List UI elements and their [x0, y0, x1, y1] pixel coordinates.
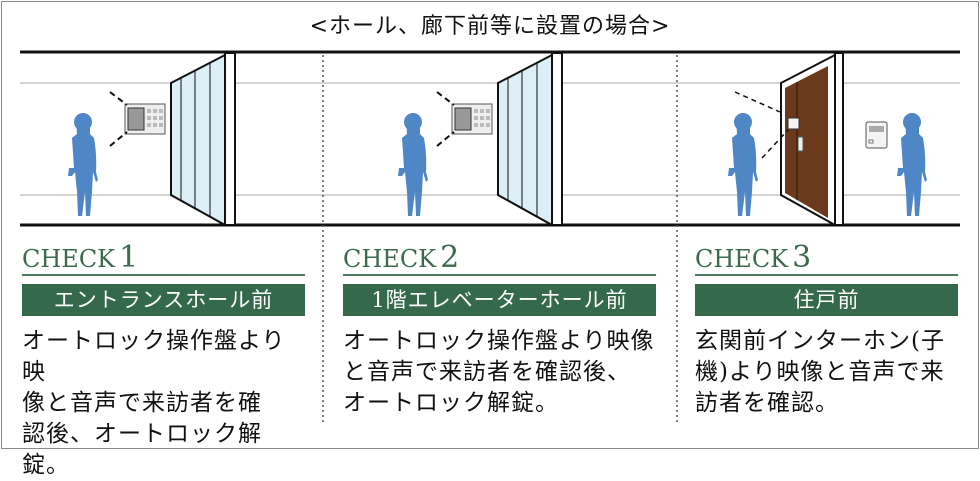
indoor-monitor [865, 121, 888, 149]
glass-door-2 [497, 52, 563, 227]
visitor-figure-2 [398, 113, 428, 216]
glass-door-1 [170, 52, 236, 227]
location-bar: 住戸前 [695, 284, 958, 316]
check-label: CHECK [22, 245, 116, 273]
location-bar: 1階エレベーターホール前 [343, 284, 656, 316]
check-label: CHECK [695, 245, 789, 273]
diagram-title: <ホール、廊下前等に設置の場合> [309, 14, 671, 39]
intercom-panel-1 [124, 103, 166, 135]
check-number: 1 [119, 240, 139, 275]
check-label: CHECK [343, 245, 437, 273]
unit-door [780, 52, 844, 227]
check-number: 3 [792, 240, 812, 275]
description: オートロック操作盤より映 像と音声で来訪者を確 認後、オートロック解錠。 [22, 328, 286, 478]
corridor-illustration [20, 50, 960, 235]
resident-figure [897, 113, 927, 216]
visitor-figure-1 [68, 113, 98, 216]
check-number: 2 [440, 240, 460, 275]
description: オートロック操作盤より映像 と音声で来訪者を確認後、 オートロック解錠。 [343, 328, 655, 416]
description: 玄関前インターホン(子 機)より映像と音声で来 訪者を確認。 [695, 328, 945, 416]
outer-frame [1, 1, 979, 449]
visitor-figure-3 [728, 113, 758, 216]
location-bar: エントランスホール前 [22, 284, 305, 316]
intercom-panel-2 [451, 103, 493, 135]
